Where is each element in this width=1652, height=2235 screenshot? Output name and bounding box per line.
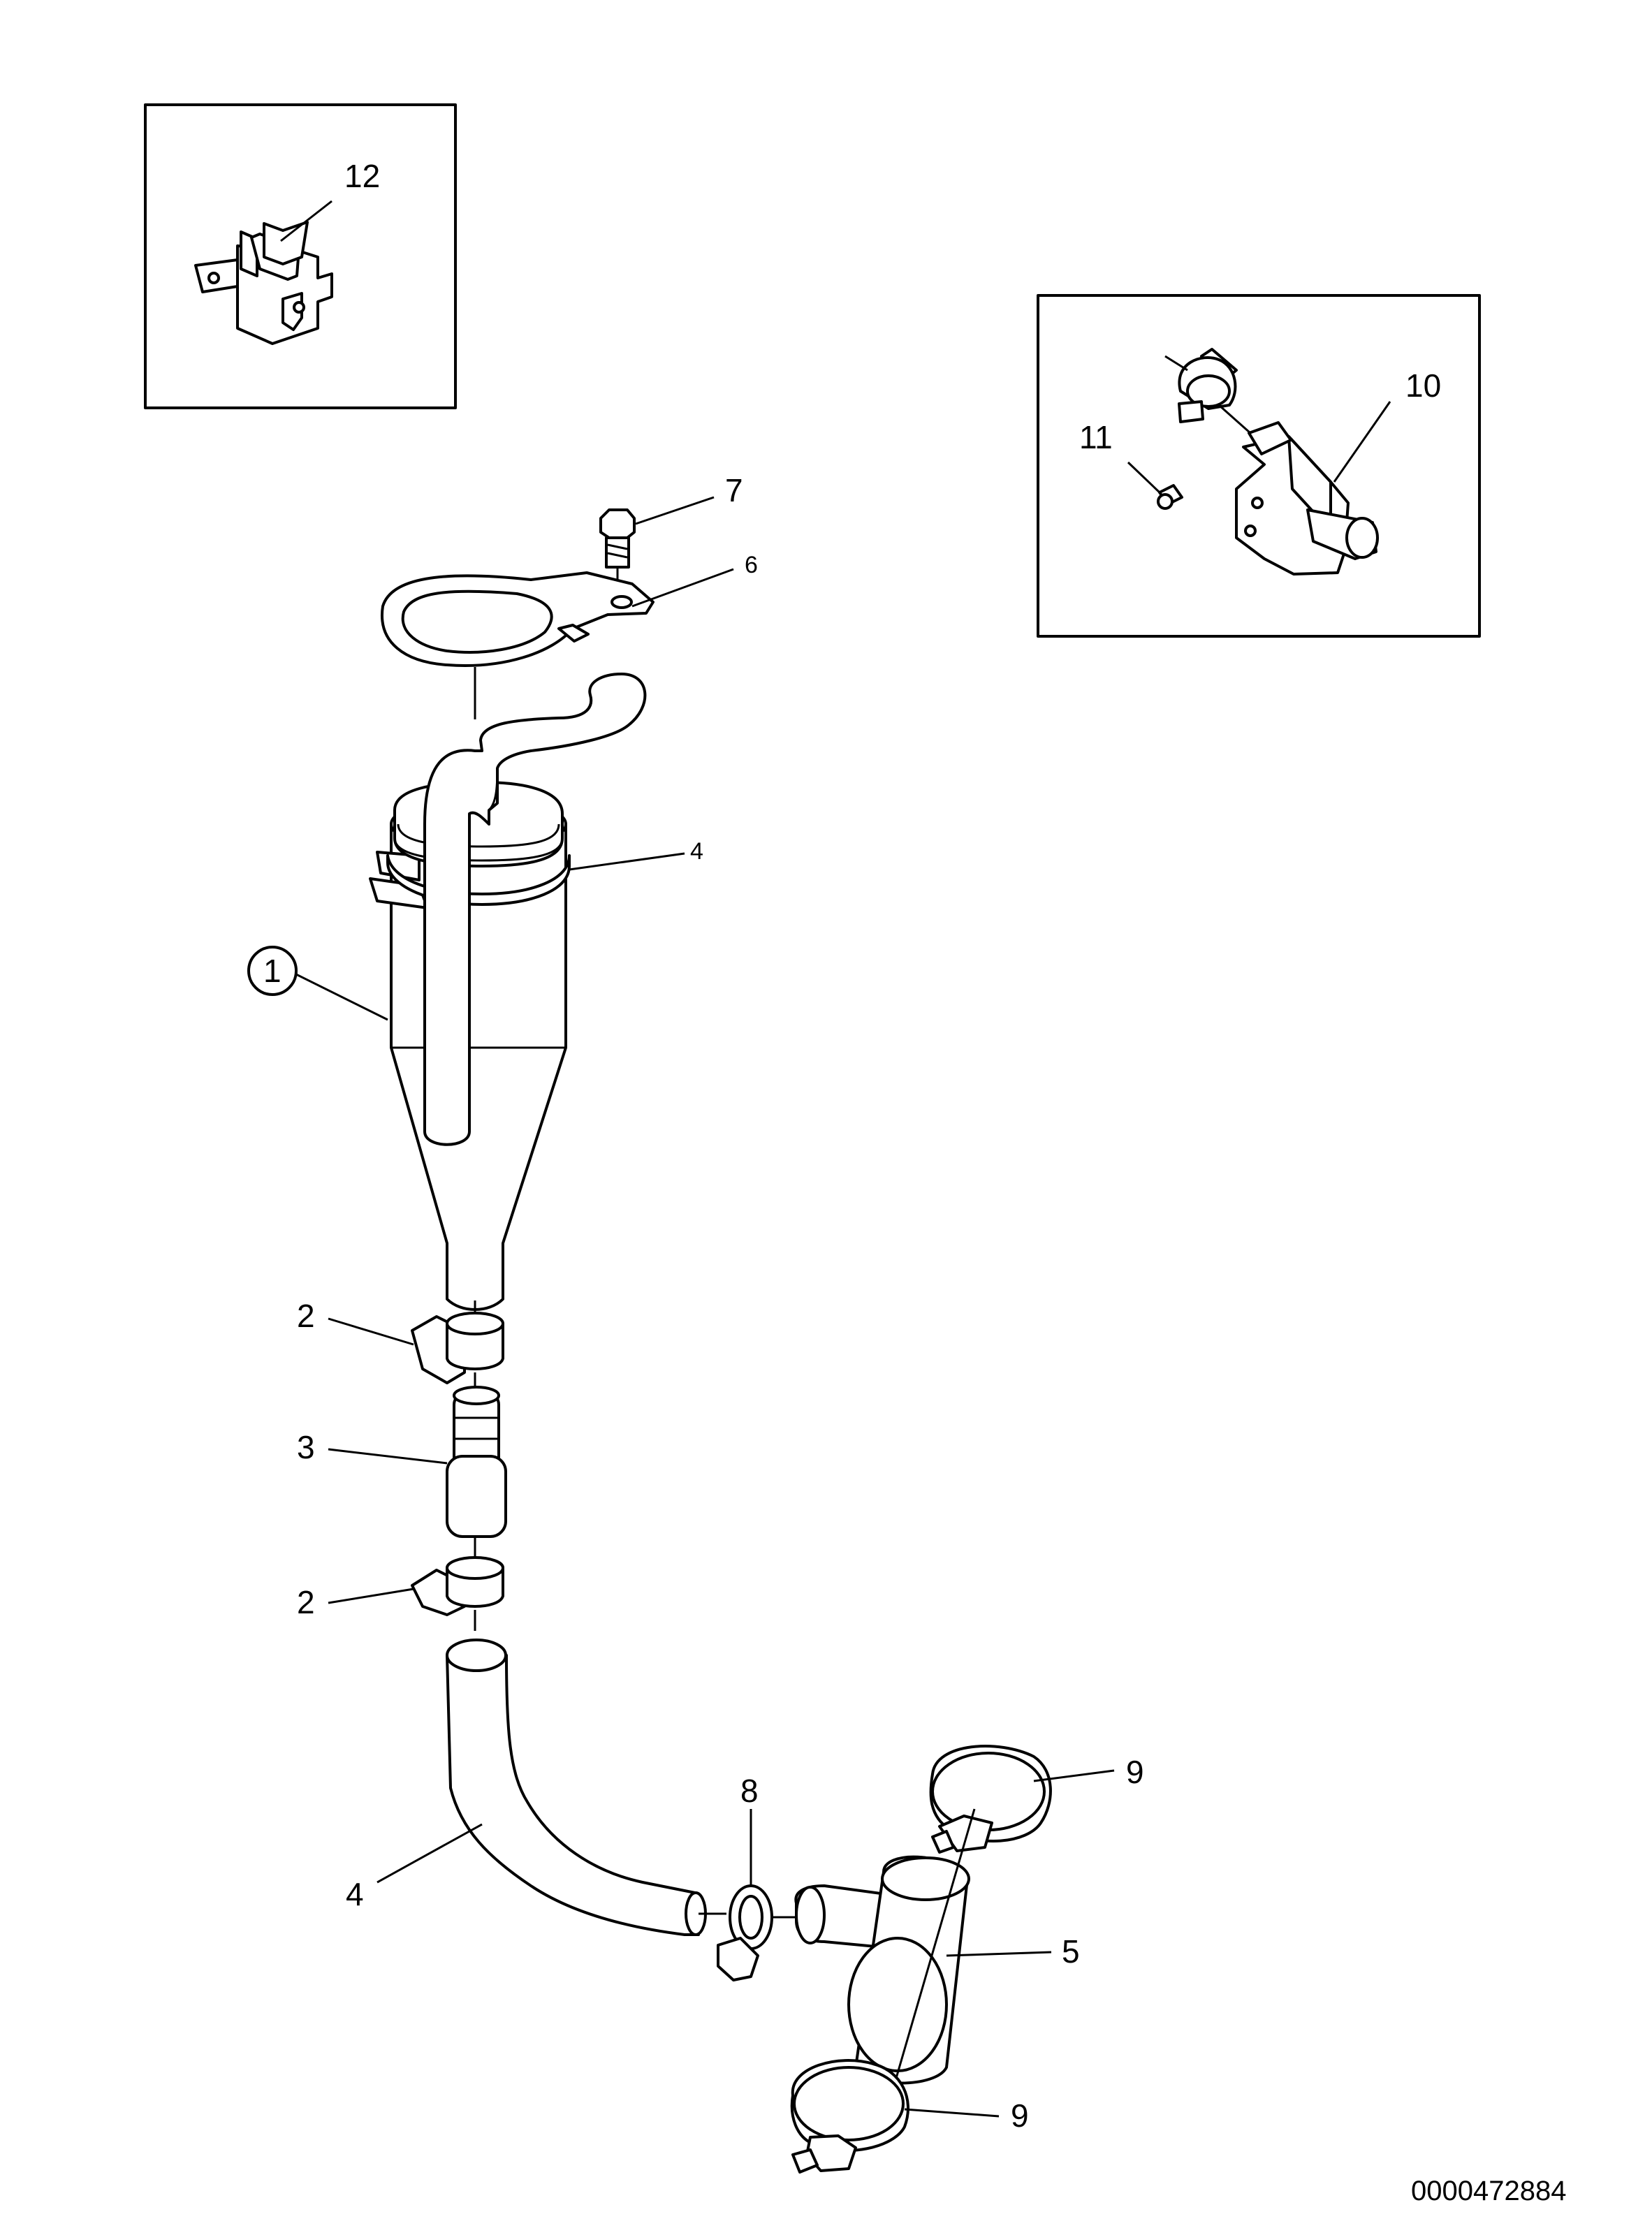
part-10-sensor <box>1200 348 1379 576</box>
part-5-tee-fitting <box>794 1855 970 2085</box>
callout-10: 10 <box>1405 367 1441 404</box>
part-12-bracket <box>194 221 333 345</box>
part-2-upper-clamp <box>411 1312 504 1384</box>
callout-6: 6 <box>745 552 758 578</box>
callout-4-upper: 4 <box>690 838 703 865</box>
inset-box-part-12: 12 <box>144 103 457 409</box>
callout-9-upper: 9 <box>1126 1754 1144 1790</box>
part-11-screw <box>1157 484 1183 510</box>
callout-2-upper: 2 <box>297 1298 315 1334</box>
part-2-lower-clamp <box>411 1556 504 1616</box>
part-8-clamp <box>717 1884 773 1981</box>
callout-8: 8 <box>740 1773 759 1809</box>
callout-12: 12 <box>344 158 380 194</box>
part-4-upper-hose <box>423 673 647 1146</box>
callout-7: 7 <box>725 472 743 508</box>
reference-number: 0000472884 <box>1411 2176 1566 2206</box>
callout-1: 1 <box>263 953 282 989</box>
part-6-plate <box>380 571 655 667</box>
callout-5: 5 <box>1062 1933 1080 1970</box>
callout-3: 3 <box>297 1429 315 1465</box>
callout-2-lower: 2 <box>297 1584 315 1620</box>
callout-11: 11 <box>1079 419 1113 455</box>
part-3-connector <box>446 1386 507 1538</box>
part-9-upper-clamp <box>929 1745 1052 1854</box>
part-9-lower-clamp <box>790 2059 909 2174</box>
inset-box-parts-10-11: 10 11 <box>1037 294 1481 638</box>
callout-9-lower: 9 <box>1011 2097 1029 2134</box>
part-4-lower-hose <box>446 1639 707 1936</box>
part-7-bolt <box>599 508 636 601</box>
callout-4-lower: 4 <box>346 1876 364 1912</box>
part-10-clamp <box>1178 356 1237 423</box>
